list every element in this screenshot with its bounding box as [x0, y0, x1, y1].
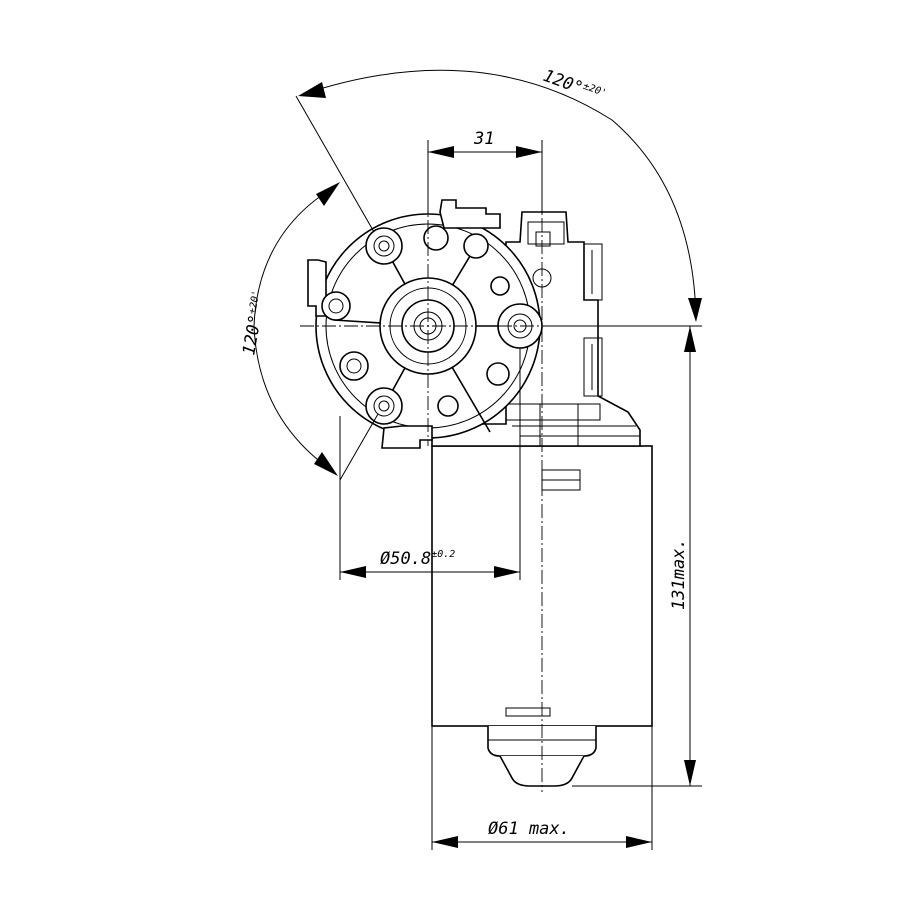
diameter-dimension: Ø61 max.: [431, 726, 653, 850]
bolt-circle-label: Ø50.8±0.2: [380, 549, 455, 569]
length-label: 131max.: [669, 538, 689, 610]
offset-dimension: 31: [427, 129, 543, 214]
diameter-label: Ø61 max.: [488, 819, 570, 839]
angle-left-label: 120°±20': [239, 289, 270, 357]
length-dimension: 131max.: [542, 325, 702, 787]
offset-label: 31: [473, 129, 494, 149]
bolt-circle-dimension: Ø50.8±0.2: [339, 348, 521, 580]
angle-top-label: 120°±20': [540, 66, 608, 107]
